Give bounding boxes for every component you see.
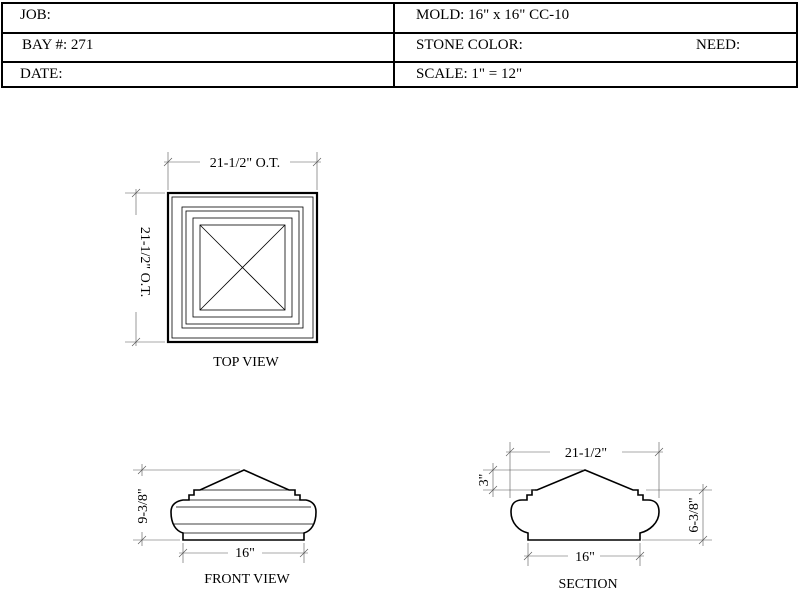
section-height-dimension [642, 484, 712, 546]
front-view-outline [170, 469, 317, 541]
front-view-height-dimension [133, 464, 240, 546]
bay-label: BAY #: 271 [22, 37, 94, 53]
front-view [133, 464, 317, 563]
job-label: JOB: [20, 7, 51, 23]
section-peak-label: 3" [477, 474, 492, 487]
section-base-dimension [523, 543, 645, 566]
scale-label: SCALE: 1" = 12" [416, 66, 523, 82]
section-outline [510, 469, 660, 541]
top-view-diagonal-2 [199, 224, 286, 311]
top-view-ring-2 [181, 206, 304, 329]
mold-label: MOLD: 16" x 16" CC-10 [416, 7, 570, 23]
top-view-peak-square [199, 224, 286, 311]
title-block: JOB: MOLD: 16" x 16" CC-10 BAY #: 271 ST… [1, 2, 798, 88]
title-block-row-3: DATE: SCALE: 1" = 12" [3, 61, 796, 90]
top-view-outer-square [166, 191, 319, 344]
top-view-ring-3 [185, 210, 300, 325]
top-view [125, 152, 322, 347]
top-view-width-dimension [163, 152, 322, 190]
section-height-label: 6-3/8" [687, 497, 702, 532]
front-view-base-label: 16" [235, 546, 255, 561]
top-view-height-label: 21-1/2" O.T. [137, 227, 152, 297]
title-block-row-2: BAY #: 271 STONE COLOR: NEED: [3, 32, 796, 62]
front-view-base-dimension [178, 543, 309, 563]
section-peak-dimension [483, 463, 584, 497]
top-view-ring-1 [171, 196, 314, 339]
need-label: NEED: [696, 37, 741, 53]
top-view-caption: TOP VIEW [213, 355, 279, 370]
front-view-caption: FRONT VIEW [204, 572, 290, 587]
title-block-divider [393, 4, 395, 86]
front-view-height-label: 9-3/8" [136, 488, 151, 523]
section-top-label: 21-1/2" [565, 446, 607, 461]
top-view-height-dimension [125, 188, 165, 347]
date-label: DATE: [20, 66, 63, 82]
top-view-width-label: 21-1/2" O.T. [210, 156, 280, 171]
section-view [483, 442, 712, 566]
title-block-row-1: JOB: MOLD: 16" x 16" CC-10 [3, 4, 796, 32]
section-caption: SECTION [558, 577, 617, 592]
section-base-label: 16" [575, 550, 595, 565]
stone-color-label: STONE COLOR: [416, 37, 523, 53]
top-view-ring-4 [192, 217, 293, 318]
